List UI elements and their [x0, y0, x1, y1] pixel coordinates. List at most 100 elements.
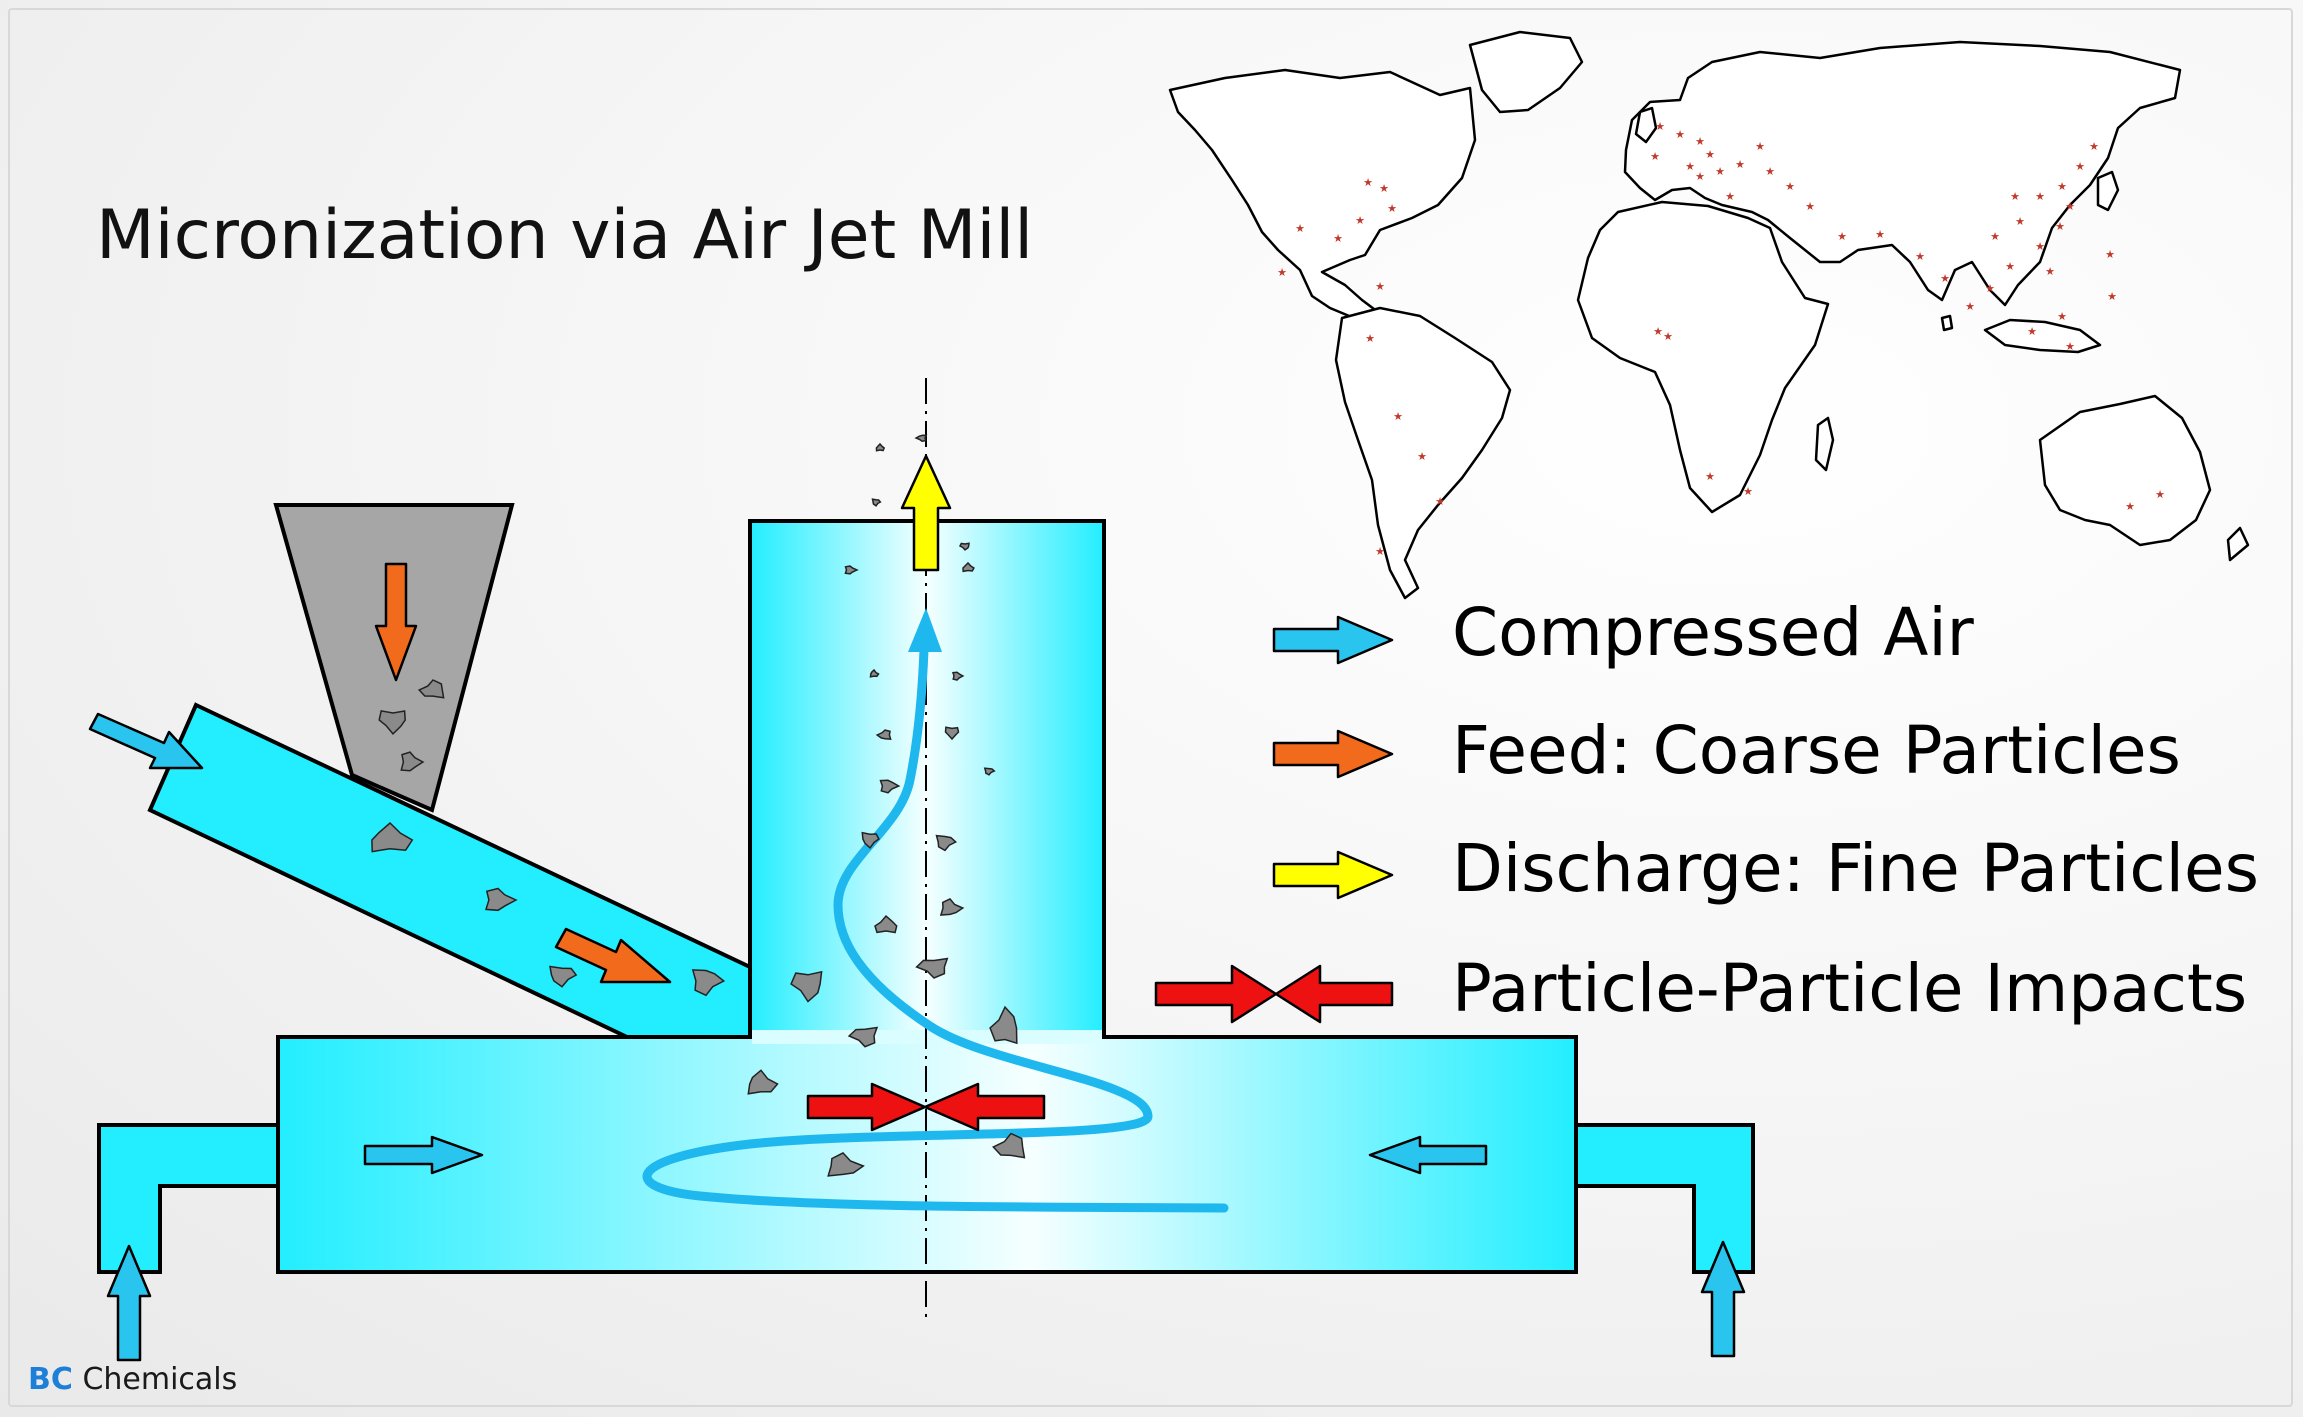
map-uk — [1634, 106, 1658, 144]
location-marker-icon: ★ — [2065, 200, 2075, 213]
location-marker-icon: ★ — [1375, 280, 1385, 293]
particle — [844, 565, 859, 575]
particle — [989, 1005, 1018, 1045]
brand-prefix: BC — [28, 1362, 73, 1397]
map-sri-lanka — [1940, 314, 1954, 332]
map-japan — [2096, 170, 2120, 212]
location-marker-icon: ★ — [1965, 300, 1975, 313]
location-marker-icon: ★ — [1990, 230, 2000, 243]
legend-label-compressed-air: Compressed Air — [1452, 594, 1974, 671]
particle — [962, 561, 975, 573]
hopper-feed-arrow-icon — [374, 562, 418, 682]
location-marker-icon: ★ — [2155, 488, 2165, 501]
legend-compressed-air-arrow-icon — [1272, 615, 1394, 665]
discharge-arrow-icon — [900, 454, 952, 572]
particle — [371, 821, 414, 853]
location-marker-icon: ★ — [1277, 266, 1287, 279]
page-title: Micronization via Air Jet Mill — [96, 196, 1034, 275]
location-marker-icon: ★ — [2105, 248, 2115, 261]
particle — [944, 726, 960, 741]
brand-logo: BC Chemicals — [28, 1362, 237, 1397]
location-marker-icon: ★ — [1705, 470, 1715, 483]
location-marker-icon: ★ — [2055, 220, 2065, 233]
location-marker-icon: ★ — [2057, 180, 2067, 193]
location-marker-icon: ★ — [1379, 182, 1389, 195]
particle — [915, 957, 949, 979]
pipe-feed-arrow-icon — [554, 927, 672, 984]
location-marker-icon: ★ — [1985, 282, 1995, 295]
location-marker-icon: ★ — [2035, 240, 2045, 253]
map-location-markers: ★★★★★★★★★★★★★★★★★★★★★★★★★★★★★★★★★★★★★★★★… — [1277, 120, 2165, 558]
particle — [549, 965, 578, 988]
location-marker-icon: ★ — [2027, 325, 2037, 338]
particle — [983, 767, 996, 776]
location-marker-icon: ★ — [2045, 265, 2055, 278]
particle — [879, 779, 901, 794]
frame-border — [8, 8, 2293, 1407]
particle — [869, 668, 880, 678]
feed-pipe — [147, 702, 752, 1039]
location-marker-icon: ★ — [1725, 190, 1735, 203]
legend-label-impacts: Particle-Particle Impacts — [1452, 950, 2248, 1027]
location-marker-icon: ★ — [1417, 450, 1427, 463]
location-marker-icon: ★ — [2010, 190, 2020, 203]
legend-impact-right-arrow-icon — [1274, 964, 1394, 1024]
particle — [914, 434, 928, 442]
particle — [378, 710, 406, 736]
location-marker-icon: ★ — [1715, 165, 1725, 178]
location-marker-icon: ★ — [1705, 148, 1715, 161]
location-marker-icon: ★ — [1295, 222, 1305, 235]
particle — [790, 970, 823, 1003]
location-marker-icon: ★ — [1765, 165, 1775, 178]
air-flow-swirl-arrowhead-icon — [908, 608, 942, 652]
location-marker-icon: ★ — [1785, 180, 1795, 193]
legend-label-discharge: Discharge: Fine Particles — [1452, 830, 2259, 907]
particle — [827, 1151, 865, 1177]
location-marker-icon: ★ — [2015, 215, 2025, 228]
map-north-america — [1168, 68, 1477, 320]
legend-feed-arrow-icon — [1272, 729, 1394, 779]
particles — [371, 434, 1026, 1177]
location-marker-icon: ★ — [2005, 260, 2015, 273]
particle — [400, 751, 425, 772]
right-inlet-air-arrow-icon — [1700, 1240, 1746, 1358]
chamber-left-air-arrow-icon — [363, 1135, 484, 1175]
location-marker-icon: ★ — [1755, 140, 1765, 153]
process-arrows — [88, 454, 1746, 1362]
particle — [417, 679, 445, 699]
map-eurasia — [1623, 40, 2182, 307]
location-marker-icon: ★ — [1735, 158, 1745, 171]
impact-left-arrow-icon — [806, 1082, 927, 1132]
location-marker-icon: ★ — [1435, 495, 1445, 508]
location-marker-icon: ★ — [1363, 176, 1373, 189]
location-marker-icon: ★ — [2107, 290, 2117, 303]
location-marker-icon: ★ — [2089, 140, 2099, 153]
location-marker-icon: ★ — [1655, 120, 1665, 133]
location-marker-icon: ★ — [1650, 150, 1660, 163]
left-inlet-air-arrow-icon — [106, 1244, 152, 1362]
map-new-zealand — [2226, 526, 2250, 562]
particle — [871, 498, 882, 507]
particle — [691, 969, 726, 997]
location-marker-icon: ★ — [1685, 160, 1695, 173]
map-madagascar — [1814, 416, 1835, 472]
top-air-inlet-arrow-icon — [88, 712, 204, 770]
location-marker-icon: ★ — [1653, 325, 1663, 338]
legend-discharge-arrow-icon — [1272, 850, 1394, 900]
location-marker-icon: ★ — [2125, 500, 2135, 513]
location-marker-icon: ★ — [1365, 332, 1375, 345]
location-marker-icon: ★ — [1675, 128, 1685, 141]
location-marker-icon: ★ — [1375, 545, 1385, 558]
map-indonesia — [1983, 318, 2102, 354]
location-marker-icon: ★ — [2035, 190, 2045, 203]
location-marker-icon: ★ — [1695, 170, 1705, 183]
chamber-right-air-arrow-icon — [1368, 1135, 1488, 1175]
location-marker-icon: ★ — [1393, 410, 1403, 423]
location-marker-icon: ★ — [1805, 200, 1815, 213]
map-africa — [1576, 200, 1830, 514]
particle — [847, 1026, 879, 1048]
legend-label-feed: Feed: Coarse Particles — [1452, 712, 2181, 789]
particle — [939, 897, 965, 916]
